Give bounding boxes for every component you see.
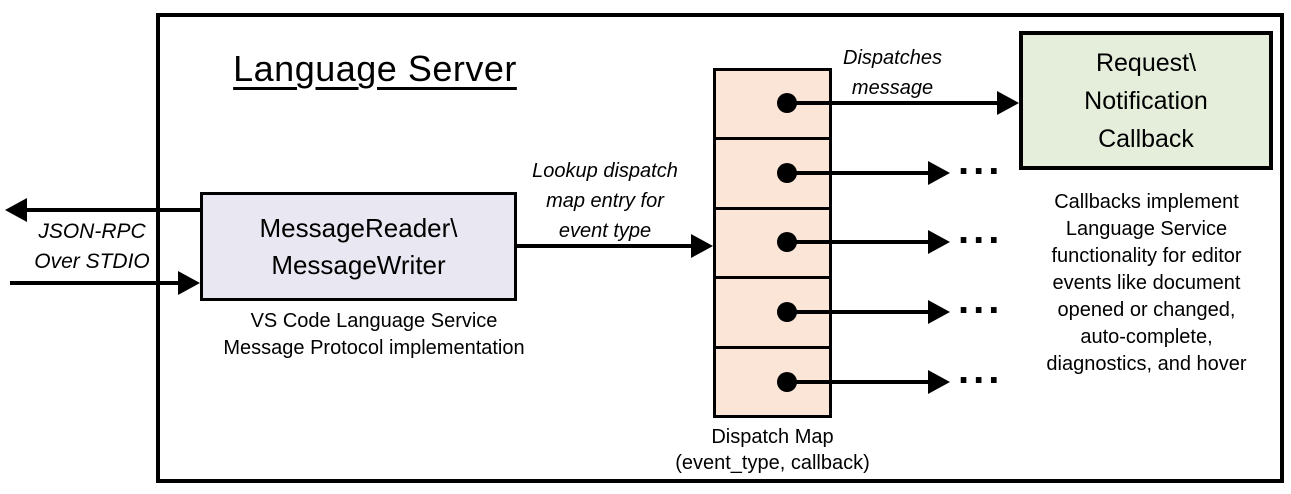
callback-box-line1: Request\: [1095, 48, 1197, 77]
message-writer-label: MessageWriter: [271, 249, 446, 280]
dispatches-message-label: Dispatches message: [810, 43, 975, 103]
ellipsis-label-3: ...: [958, 208, 1004, 252]
stdio-protocol-label-line1: JSON-RPC: [38, 220, 146, 243]
dispatch-arrow-line-5: [787, 380, 930, 384]
dispatch-arrowhead-icon-3: [928, 230, 950, 254]
ellipsis-label-5: ...: [958, 348, 1004, 392]
stdio-out-arrow-line: [25, 208, 200, 212]
lookup-dispatch-label-line2: map entry for: [546, 190, 664, 212]
dispatch-arrow-line-1: [787, 101, 999, 105]
callbacks-description: Callbacks implement Language Service fun…: [1020, 189, 1273, 378]
callbacks-description-line2: Language Service: [1065, 218, 1228, 240]
callbacks-description-line6: auto-complete,: [1080, 326, 1213, 348]
reader-writer-caption-line2: Message Protocol implementation: [223, 337, 525, 359]
message-reader-label: MessageReader\: [259, 212, 458, 243]
dispatch-map-caption: Dispatch Map (event_type, callback): [640, 424, 905, 476]
message-reader-writer-box: MessageReader\ MessageWriter: [200, 192, 517, 301]
callbacks-description-line7: diagnostics, and hover: [1046, 353, 1247, 375]
callbacks-description-line3: functionality for editor: [1051, 245, 1242, 267]
ellipsis-label-4: ...: [958, 278, 1004, 322]
stdio-in-arrowhead-icon: [178, 271, 200, 295]
dispatch-arrow-line-4: [787, 310, 930, 314]
stdio-protocol-label: JSON-RPC Over STDIO: [12, 217, 172, 277]
request-notification-callback-box: Request\ Notification Callback: [1019, 31, 1273, 170]
dispatch-arrowhead-icon-5: [928, 370, 950, 394]
dispatch-map-caption-line2: (event_type, callback): [675, 452, 870, 474]
stdio-out-arrowhead-icon: [5, 198, 27, 222]
lookup-dispatch-label: Lookup dispatch map entry for event type: [510, 156, 700, 246]
diagram-title: Language Server: [233, 48, 517, 89]
stdio-in-arrow-line: [10, 281, 178, 285]
lookup-dispatch-label-line1: Lookup dispatch: [532, 160, 678, 182]
dispatch-map: [713, 68, 832, 418]
reader-writer-caption: VS Code Language Service Message Protoco…: [213, 308, 535, 362]
callbacks-description-line4: events like document: [1052, 272, 1241, 294]
lookup-arrow-line: [516, 244, 693, 248]
dispatch-map-caption-line1: Dispatch Map: [711, 426, 834, 448]
dispatch-arrow-line-3: [787, 240, 930, 244]
dispatches-message-label-line1: Dispatches: [843, 47, 942, 69]
dispatch-arrowhead-icon-2: [928, 161, 950, 185]
callbacks-description-line5: opened or changed,: [1057, 299, 1236, 321]
callback-box-line3: Callback: [1098, 124, 1194, 153]
reader-writer-caption-line1: VS Code Language Service: [250, 310, 498, 332]
ellipsis-label-2: ...: [958, 139, 1004, 183]
callbacks-description-line1: Callbacks implement: [1054, 191, 1239, 213]
dispatch-arrow-line-2: [787, 171, 930, 175]
lookup-dispatch-label-line3: event type: [558, 220, 652, 242]
dispatch-arrowhead-icon-4: [928, 300, 950, 324]
dispatch-arrowhead-icon-1: [997, 91, 1019, 115]
callback-box-line2: Notification: [1084, 86, 1208, 115]
stdio-protocol-label-line2: Over STDIO: [34, 250, 150, 273]
lookup-arrowhead-icon: [691, 234, 713, 258]
language-server-boundary-box: [156, 13, 1284, 483]
dispatches-message-label-line2: message: [851, 77, 934, 99]
